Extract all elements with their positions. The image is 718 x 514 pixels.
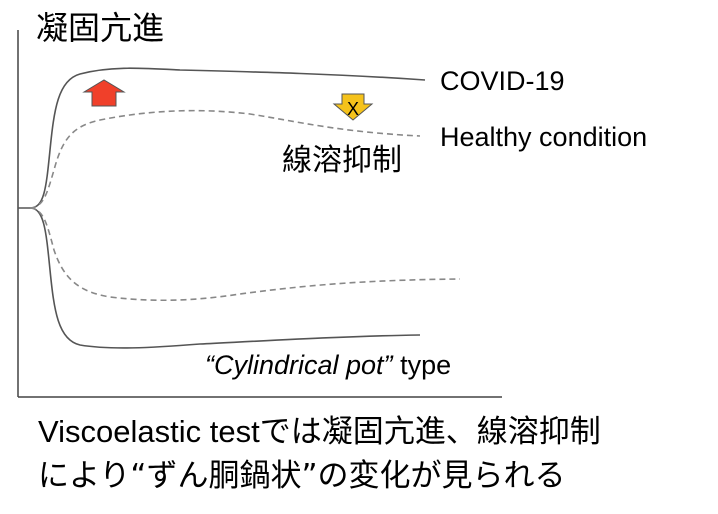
covid-curve-upper	[18, 67, 426, 209]
caption-line-1-ja: では凝固亢進、線溶抑制	[259, 414, 601, 450]
increase-arrow-icon	[82, 79, 126, 107]
caption-line-2: により“ずん胴鍋状”の変化が見られる	[38, 458, 566, 494]
pot-type-label: “Cylindrical pot” type	[205, 352, 451, 379]
healthy-curve-upper	[29, 109, 421, 209]
caption: Viscoelastic testでは凝固亢進、線溶抑制 により“ずん胴鍋状”の…	[38, 410, 601, 498]
healthy-label: Healthy condition	[440, 122, 648, 152]
down-arrow-mark: X	[347, 99, 359, 119]
caption-line-1: Viscoelastic testでは凝固亢進、線溶抑制	[38, 410, 601, 454]
covid-curve-lower	[29, 207, 421, 349]
healthy-curve-lower	[29, 207, 461, 302]
chart-title: 凝固亢進	[36, 9, 165, 47]
decrease-arrow-icon	[332, 93, 374, 121]
covid-label: COVID-19	[440, 66, 565, 96]
pot-type-quote: “Cylindrical pot”	[205, 350, 393, 380]
pot-type-suffix: type	[392, 350, 452, 380]
fibrinolysis-label: 線溶抑制	[282, 143, 402, 178]
caption-line-1-en: Viscoelastic test	[38, 414, 260, 449]
